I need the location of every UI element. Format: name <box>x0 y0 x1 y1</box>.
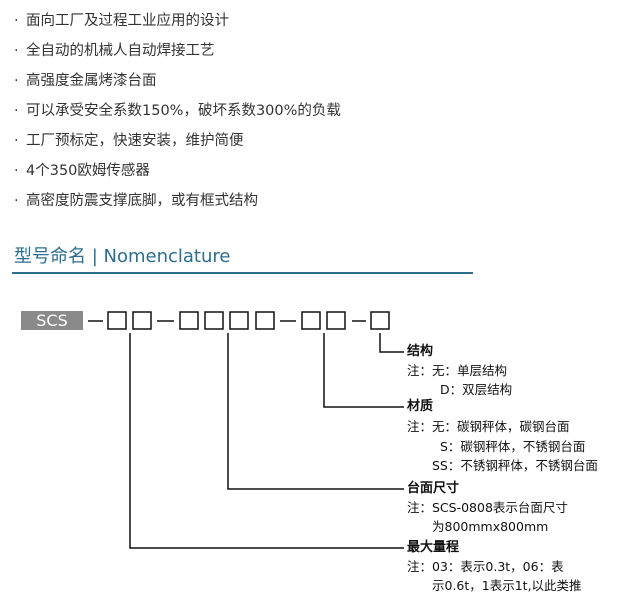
feature-item: ·全自动的机械人自动焊接工艺 <box>14 43 215 59</box>
size-note: 注：SCS-0808表示台面尺寸 <box>407 500 568 515</box>
material-note: S：碳钢秤体，不锈钢台面 <box>440 439 586 454</box>
capacity-note: 示0.6t，1表示1t,以此类推 <box>432 578 582 593</box>
feature-item: ·高密度防震支撑底脚，或有框式结构 <box>14 193 258 209</box>
capacity-label: 最大量程 <box>407 540 460 555</box>
material-label: 材质 <box>407 399 434 414</box>
capacity-note: 注：03：表示0.3t，06：表 <box>407 559 564 574</box>
code-box <box>255 311 275 330</box>
structure-label: 结构 <box>407 344 434 359</box>
code-box <box>301 311 321 330</box>
section-title: 型号命名 | Nomenclature <box>14 246 231 267</box>
material-note: SS：不锈钢秤体，不锈钢台面 <box>432 458 598 473</box>
code-box <box>179 311 199 330</box>
connector-material <box>323 333 404 408</box>
code-box <box>204 311 224 330</box>
code-box <box>132 311 152 330</box>
code-box <box>326 311 346 330</box>
section-divider <box>12 272 473 274</box>
model-prefix: SCS <box>21 311 83 330</box>
size-note: 为800mmx800mm <box>432 519 549 534</box>
connector-size <box>227 333 404 490</box>
feature-item: ·4个350欧姆传感器 <box>14 163 150 179</box>
structure-note: 注：无：单层结构 <box>407 363 508 378</box>
feature-item: ·可以承受安全系数150%，破坏系数300%的负载 <box>14 103 341 119</box>
size-label: 台面尺寸 <box>407 481 460 496</box>
code-box <box>107 311 127 330</box>
connector-structure <box>379 333 404 353</box>
feature-item: ·工厂预标定，快速安装，维护简便 <box>14 133 244 149</box>
structure-note: D：双层结构 <box>440 382 513 397</box>
feature-item: ·高强度金属烤漆台面 <box>14 73 157 89</box>
connector-capacity <box>129 333 404 549</box>
material-note: 注：无：碳钢秤体，碳钢台面 <box>407 419 570 434</box>
code-box <box>370 311 390 330</box>
feature-item: ·面向工厂及过程工业应用的设计 <box>14 13 229 29</box>
code-box <box>229 311 249 330</box>
